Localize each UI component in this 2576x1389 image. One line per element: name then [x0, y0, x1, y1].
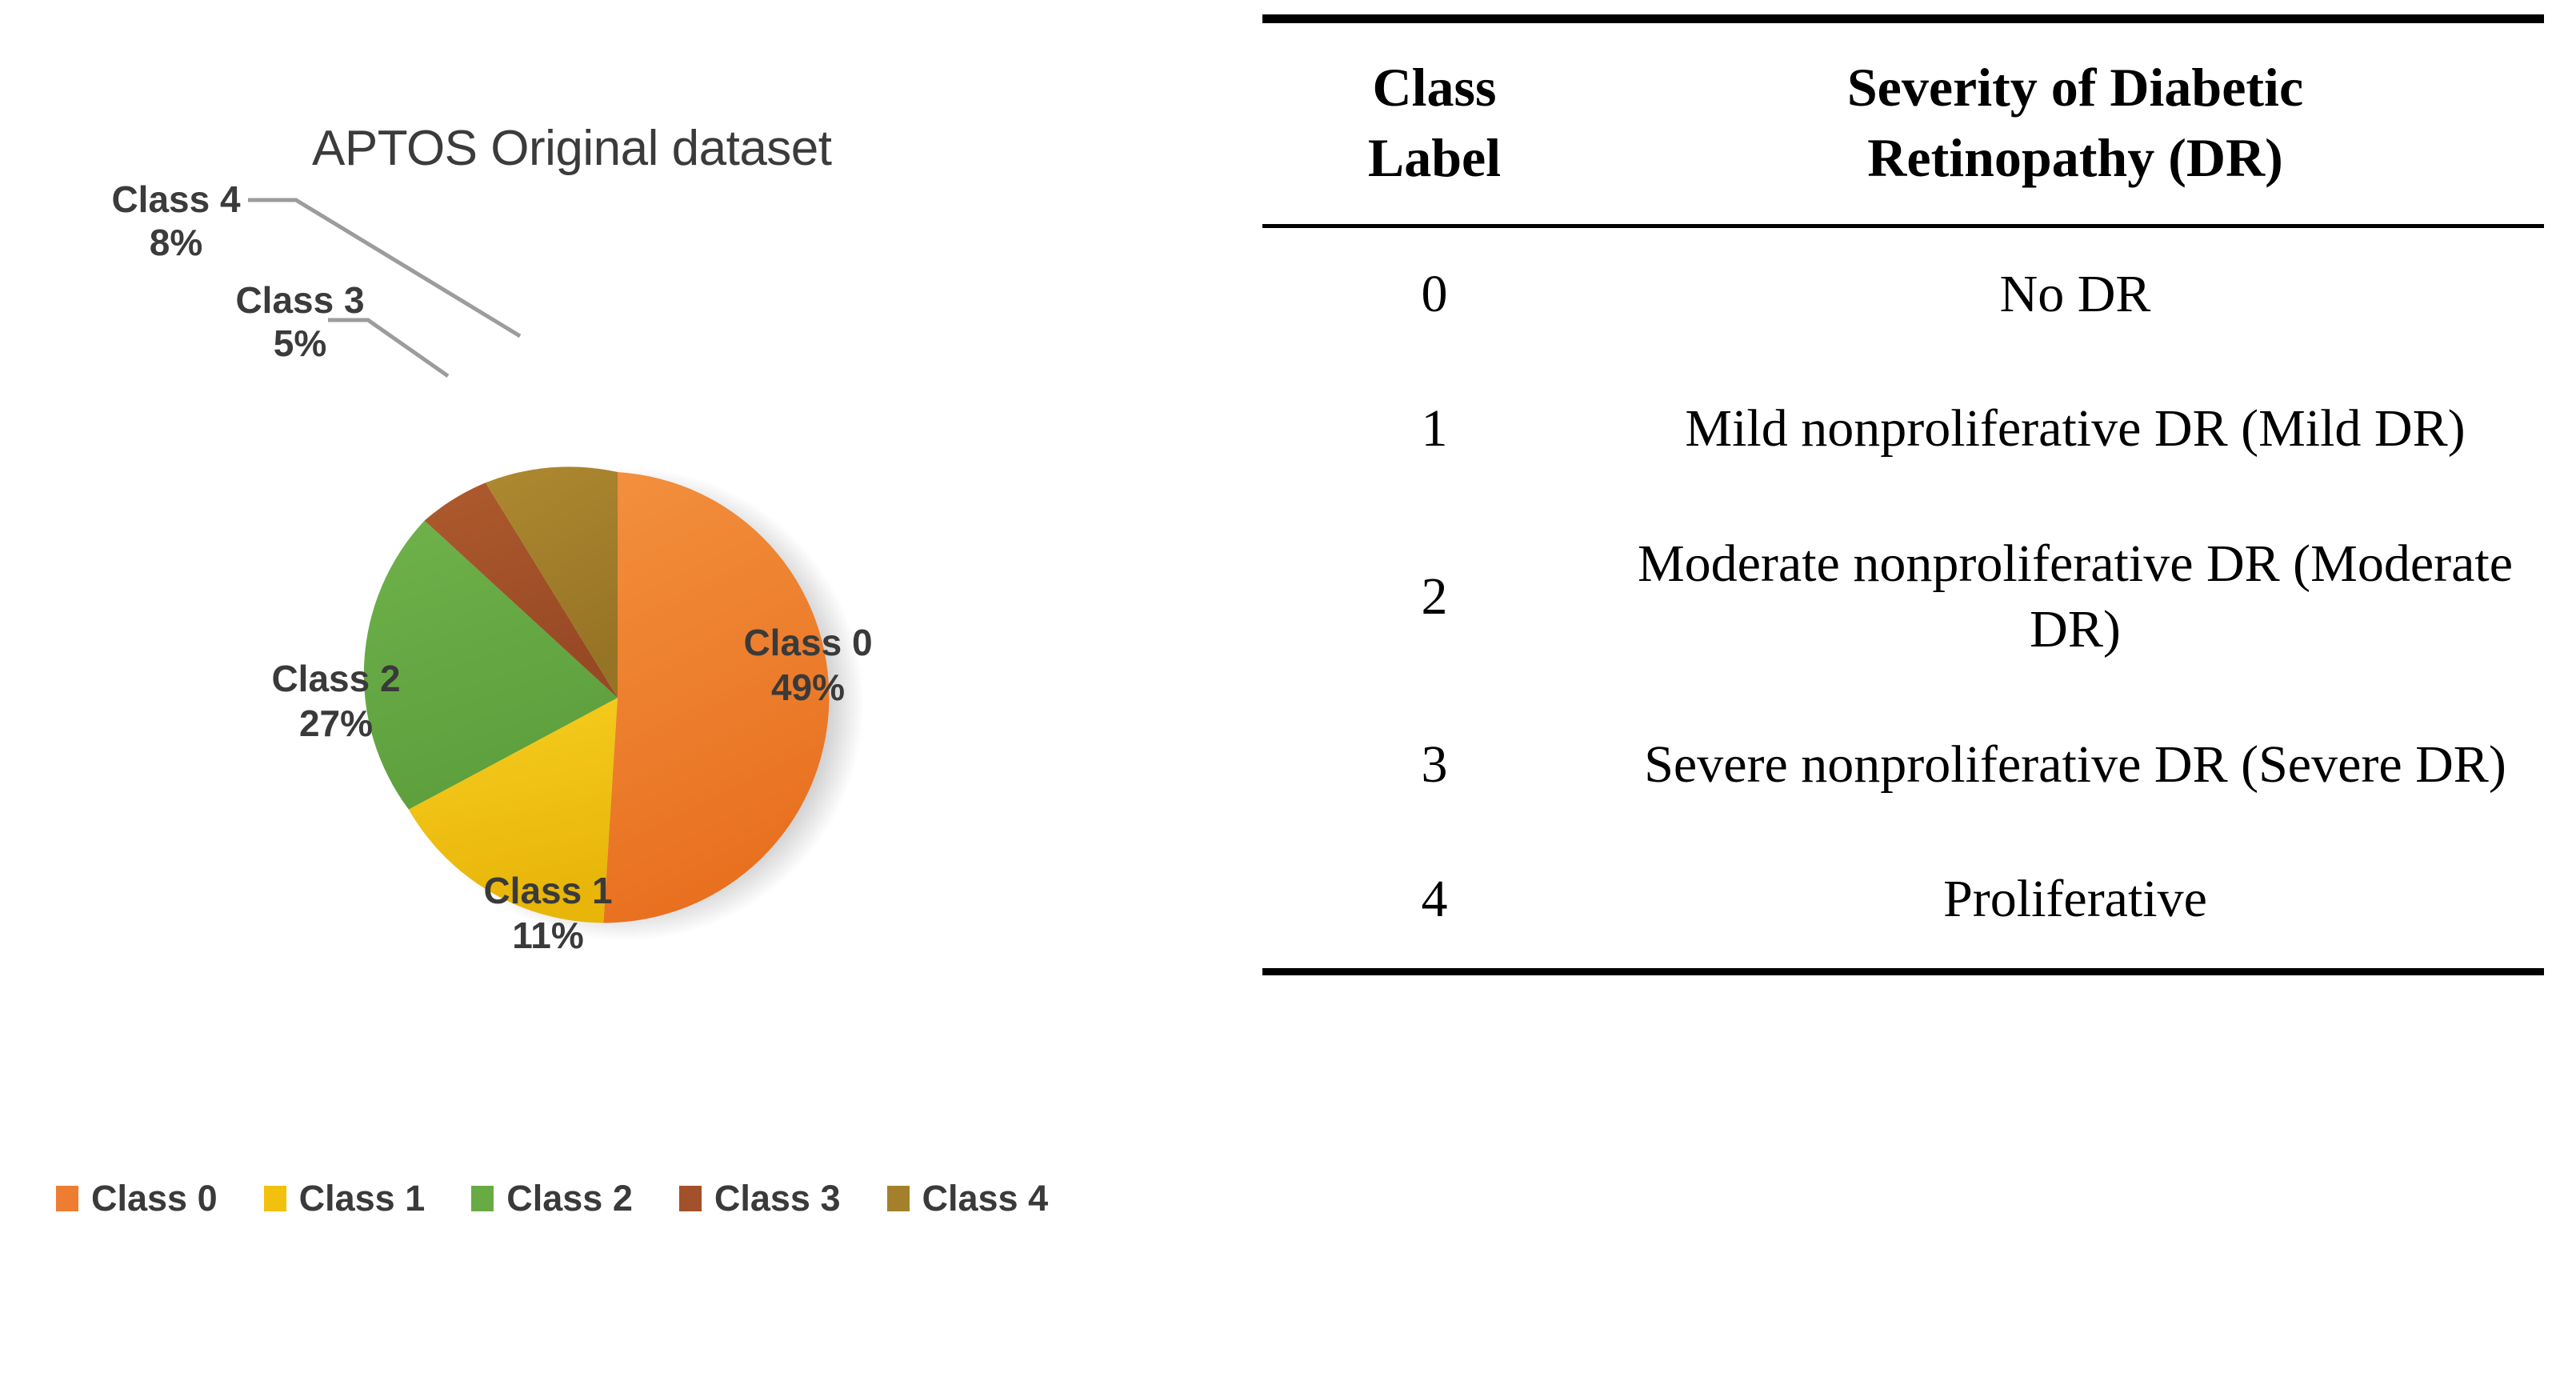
pie-label-class-2-percent: 27%	[298, 703, 374, 745]
pie-slice-class-0[interactable]	[603, 472, 830, 923]
table-rule-header-separator	[1262, 224, 2544, 230]
table-header-severity: Severity of Diabetic Retinopathy (DR)	[1606, 23, 2544, 226]
legend-item-class-4[interactable]: Class 4	[886, 1178, 1049, 1219]
pie-callout-class-3: Class 3 5%	[220, 278, 380, 366]
pie-callout-class-4-percent: 8%	[149, 222, 203, 264]
table-cell-class-label: 2	[1421, 567, 1448, 626]
chart-title: APTOS Original dataset	[312, 121, 832, 176]
table-cell-severity: Proliferative	[1943, 870, 2207, 929]
pie-label-class-2-name: Class 2	[271, 658, 401, 699]
pie-label-class-0-name: Class 0	[743, 622, 873, 663]
legend-label-class-2: Class 2	[506, 1178, 633, 1219]
table-cell-class-label: 4	[1421, 870, 1448, 929]
pie-slice-class-3[interactable]	[424, 482, 618, 698]
table-row: 2 Moderate nonproliferative DR (Moderate…	[1262, 498, 2544, 699]
pie-label-class-2: Class 2 27%	[224, 656, 448, 746]
pie-callout-class-4-name: Class 4	[111, 178, 241, 220]
table-header-severity-line2: Retinopathy (DR)	[1867, 127, 2283, 189]
table-rule-bottom	[1262, 968, 2544, 979]
table-cell-severity: No DR	[1999, 264, 2151, 323]
legend-item-class-1[interactable]: Class 1	[263, 1178, 426, 1219]
table-header-severity-line1: Severity of Diabetic	[1846, 57, 2304, 118]
legend-swatch-icon-class-1	[263, 1186, 286, 1211]
table-cell-class-label: 1	[1421, 399, 1448, 458]
table-cell-class-label: 0	[1421, 264, 1448, 323]
pie-label-class-1-name: Class 1	[483, 870, 613, 911]
severity-table: Class Label Severity of Diabetic Retinop…	[1262, 14, 2544, 979]
legend-item-class-0[interactable]: Class 0	[56, 1178, 218, 1219]
pie-slice-class-2[interactable]	[363, 520, 618, 810]
table-cell-severity: Severe nonproliferative DR (Severe DR)	[1644, 735, 2506, 794]
leader-line-class-4	[248, 198, 522, 338]
legend-item-class-3[interactable]: Class 3	[678, 1178, 841, 1219]
pie-label-class-0-percent: 49%	[770, 666, 846, 709]
chart-legend: Class 0 Class 1 Class 2 Class 3 Class 4	[56, 1178, 1048, 1219]
severity-table-panel: Class Label Severity of Diabetic Retinop…	[1262, 0, 2547, 1389]
legend-label-class-1: Class 1	[298, 1178, 426, 1219]
pie-callout-class-3-name: Class 3	[235, 279, 365, 321]
pie-callout-class-3-percent: 5%	[273, 322, 327, 365]
table-header-class-label: Class Label	[1262, 23, 1606, 226]
table-row: 3 Severe nonproliferative DR (Severe DR)	[1262, 699, 2544, 834]
table-header-class-label-line2: Label	[1367, 127, 1502, 189]
legend-item-class-2[interactable]: Class 2	[471, 1178, 633, 1219]
legend-label-class-3: Class 3	[714, 1178, 841, 1219]
pie-chart-svg	[248, 198, 864, 941]
pie-callout-class-4: Class 4 8%	[96, 178, 256, 265]
legend-swatch-icon-class-3	[678, 1186, 702, 1211]
table-cell-class-label: 3	[1421, 735, 1448, 794]
table-row: 4 Proliferative	[1262, 833, 2544, 971]
table-cell-severity: Mild nonproliferative DR (Mild DR)	[1685, 399, 2466, 458]
pie-slice-class-4[interactable]	[486, 466, 618, 698]
legend-swatch-icon-class-4	[886, 1186, 910, 1211]
pie-chart-panel: APTOS Original dataset	[0, 0, 1248, 1389]
legend-swatch-icon-class-0	[56, 1186, 78, 1211]
legend-swatch-icon-class-2	[471, 1186, 494, 1211]
pie-label-class-1: Class 1 11%	[436, 868, 660, 958]
table-rule-top	[1262, 14, 2544, 27]
pie-label-class-1-percent: 11%	[512, 915, 584, 957]
table-cell-severity: Moderate nonproliferative DR (Moderate D…	[1637, 534, 2514, 659]
pie-slice-class-1[interactable]	[408, 698, 618, 923]
table-header-row: Class Label Severity of Diabetic Retinop…	[1262, 23, 2544, 226]
table-row: 0 No DR	[1262, 228, 2544, 363]
leader-line-class-3	[328, 318, 450, 378]
table-header-class-label-line1: Class	[1372, 57, 1497, 118]
pie-label-class-0: Class 0 49%	[696, 620, 920, 710]
legend-label-class-4: Class 4	[922, 1178, 1049, 1219]
pie-chart: Class 4 8% Class 3 5% Class 0 49% Class …	[0, 0, 1248, 1160]
legend-label-class-0: Class 0	[91, 1178, 218, 1219]
table-row: 1 Mild nonproliferative DR (Mild DR)	[1262, 362, 2544, 498]
